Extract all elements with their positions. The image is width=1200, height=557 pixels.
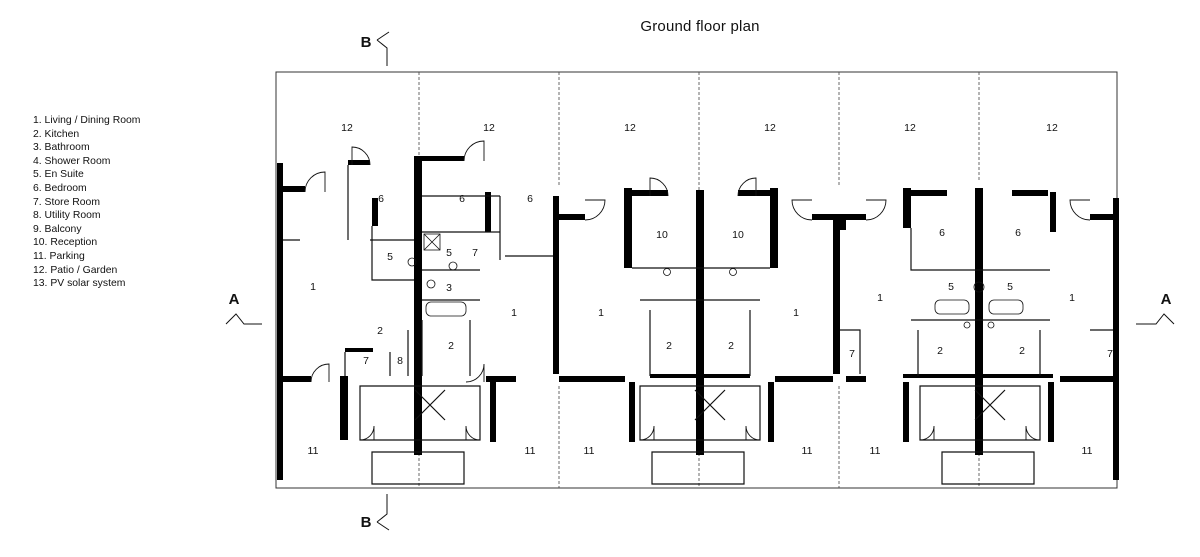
room-label-store: 7 [1107,348,1113,360]
room-label-kitchen: 2 [937,345,943,357]
section-marker-a-left: A [225,291,262,325]
room-label-kitchen: 2 [666,340,672,352]
section-marker-a-right: A [1136,291,1175,325]
legend-item: 13. PV solar system [33,278,126,290]
section-a-label: A [229,291,240,308]
sanitary-fixtures [407,233,1024,329]
room-label-ensuite: 5 [1007,281,1013,293]
legend-item: 9. Balcony [33,223,82,235]
room-label-patio: 12 [1046,122,1058,134]
room-label-parking: 11 [870,445,881,457]
legend-item: 3. Bathroom [33,142,90,154]
room-label-bedroom: 6 [939,227,945,239]
room-label-store: 7 [472,247,478,259]
room-label-parking: 11 [525,445,536,457]
room-label-living: 1 [598,307,604,319]
structural-walls [277,156,1119,480]
room-label-patio: 12 [483,122,495,134]
room-label-bedroom: 6 [378,193,384,205]
room-label-utility: 8 [397,355,403,367]
room-label-patio: 12 [764,122,776,134]
room-label-parking: 11 [1082,445,1093,457]
door-swings [304,140,1091,441]
room-label-reception: 10 [732,229,744,241]
legend-item: 6. Bedroom [33,182,87,194]
plan-title: Ground floor plan [640,18,760,35]
room-label-living: 1 [511,307,517,319]
room-label-bedroom: 6 [1015,227,1021,239]
section-marker-b-top: B [361,31,390,66]
legend-item: 10. Reception [33,237,98,249]
section-marker-b-bottom: B [361,494,390,531]
section-b-label: B [361,34,372,51]
room-label-patio: 12 [904,122,916,134]
room-label-kitchen: 2 [1019,345,1025,357]
room-label-store: 7 [849,348,855,360]
legend-item: 1. Living / Dining Room [33,115,141,126]
legend-item: 12. Patio / Garden [33,264,118,276]
room-label-ensuite: 5 [387,251,393,263]
room-label-living: 1 [310,281,316,293]
room-label-bedroom: 6 [459,193,465,205]
room-label-living: 1 [1069,292,1075,304]
room-label-store: 7 [363,355,369,367]
room-labels: 12 12 12 12 12 12 6 6 6 6 6 10 10 5 5 5 … [308,122,1114,457]
legend-item: 7. Store Room [33,196,100,208]
room-label-patio: 12 [341,122,353,134]
room-label-ensuite: 5 [446,247,452,259]
room-label-parking: 11 [308,445,319,457]
legend-item: 2. Kitchen [33,128,80,140]
legend-item: 8. Utility Room [33,210,101,222]
room-label-kitchen: 2 [377,325,383,337]
room-legend: 1. Living / Dining Room 2. Kitchen 3. Ba… [33,114,140,291]
room-label-parking: 11 [802,445,813,457]
room-label-bathroom: 3 [446,282,452,294]
room-label-bedroom: 6 [527,193,533,205]
section-a-label: A [1161,291,1172,308]
legend-item: 5. En Suite [33,169,84,181]
room-label-kitchen: 2 [728,340,734,352]
room-label-living: 1 [877,292,883,304]
room-label-reception: 10 [656,229,668,241]
legend-item: 4. Shower Room [33,155,111,167]
room-label-ensuite: 5 [948,281,954,293]
room-label-patio: 12 [624,122,636,134]
room-label-parking: 11 [584,445,595,457]
section-b-label: B [361,514,372,531]
room-label-living: 1 [793,307,799,319]
legend-item: 11. Parking [33,250,85,262]
room-label-kitchen: 2 [448,340,454,352]
